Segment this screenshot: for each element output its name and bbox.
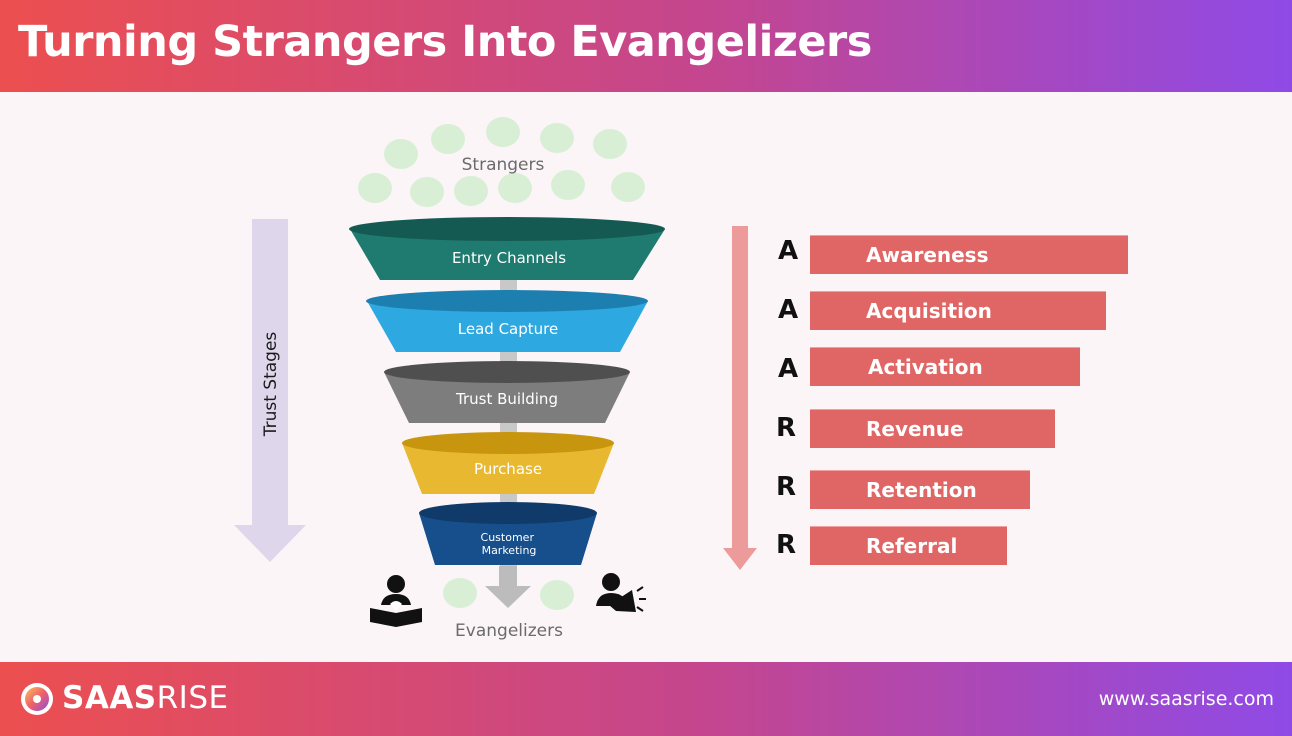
metric-letter: R: [775, 472, 797, 502]
bubble: [593, 129, 627, 159]
funnel-segment-2: Lead Capture: [366, 290, 648, 352]
bubble: [410, 177, 444, 207]
metric-letter: A: [777, 236, 799, 266]
metric-bar-awareness: Awareness: [810, 235, 1128, 274]
footer-banner: SAASRISE www.saasrise.com: [0, 662, 1292, 736]
stranger-bubbles: [358, 117, 645, 610]
funnel-segment-rim: [366, 290, 648, 312]
funnel-segment-body: [367, 301, 648, 352]
bubble: [498, 173, 532, 203]
metrics-arrow: [723, 226, 757, 570]
funnel-segment-body: [384, 372, 630, 423]
bubble: [358, 173, 392, 203]
funnel-segment-body: [419, 513, 597, 565]
metric-bar-acquisition: Acquisition: [810, 291, 1106, 330]
header-banner: Turning Strangers Into Evangelizers: [0, 0, 1292, 92]
bubble: [540, 123, 574, 153]
funnel-segment-3: Trust Building: [384, 361, 630, 423]
bubble: [431, 124, 465, 154]
saasrise-logo-icon: [21, 683, 53, 715]
metric-letter: A: [777, 354, 799, 384]
funnel-segment-body: [350, 229, 665, 280]
funnel-label-purchase: Purchase: [474, 460, 542, 478]
funnel-segment-4: Purchase: [402, 432, 614, 494]
metric-bar-revenue: Revenue: [810, 409, 1055, 448]
metric-letter: R: [775, 413, 797, 443]
funnel-label-trust-building: Trust Building: [455, 390, 558, 408]
brand-name-light: RISE: [156, 680, 229, 716]
funnel-segment-rim: [349, 217, 665, 241]
bubble: [454, 176, 488, 206]
funnel-segment-1: Entry Channels: [349, 217, 665, 280]
strangers-label: Strangers: [462, 155, 545, 175]
brand-name: SAASRISE: [62, 680, 229, 716]
funnel-exit-arrow: [485, 566, 531, 608]
brand-name-bold: SAAS: [62, 680, 157, 716]
bubble: [486, 117, 520, 147]
funnel-segment-rim: [384, 361, 630, 383]
reader-person-icon: [370, 575, 422, 627]
trust-stages-label: Trust Stages: [261, 332, 281, 438]
funnel-label-entry-channels: Entry Channels: [452, 249, 566, 267]
metric-label: Retention: [866, 478, 977, 502]
funnel-segment-5: Customer Marketing: [419, 502, 597, 565]
metric-label: Activation: [868, 355, 983, 379]
metric-letter: A: [777, 295, 799, 325]
funnel-segment-rim: [402, 432, 614, 454]
funnel-label-lead-capture: Lead Capture: [458, 320, 558, 338]
page-title: Turning Strangers Into Evangelizers: [18, 17, 872, 67]
bubble: [611, 172, 645, 202]
bubble: [443, 578, 477, 608]
trust-stages-arrow: [234, 219, 306, 562]
metric-bar-referral: Referral: [810, 526, 1007, 565]
metric-label: Revenue: [866, 417, 964, 441]
metric-label: Referral: [866, 534, 958, 558]
promoter-person-icon: [596, 573, 646, 612]
metric-label: Acquisition: [866, 299, 992, 323]
metric-bar-activation: Activation: [810, 347, 1080, 386]
funnel-label-customer-marketing: Customer Marketing: [481, 531, 538, 557]
metric-bar-retention: Retention: [810, 470, 1030, 509]
website-link[interactable]: www.saasrise.com: [1098, 688, 1274, 710]
funnel-segment-rim: [419, 502, 597, 524]
metric-label: Awareness: [866, 243, 989, 267]
bubble: [551, 170, 585, 200]
funnel-segment-body: [402, 443, 614, 494]
bubble: [384, 139, 418, 169]
metric-letter: R: [775, 530, 797, 560]
bubble: [540, 580, 574, 610]
evangelizers-label: Evangelizers: [455, 621, 563, 641]
